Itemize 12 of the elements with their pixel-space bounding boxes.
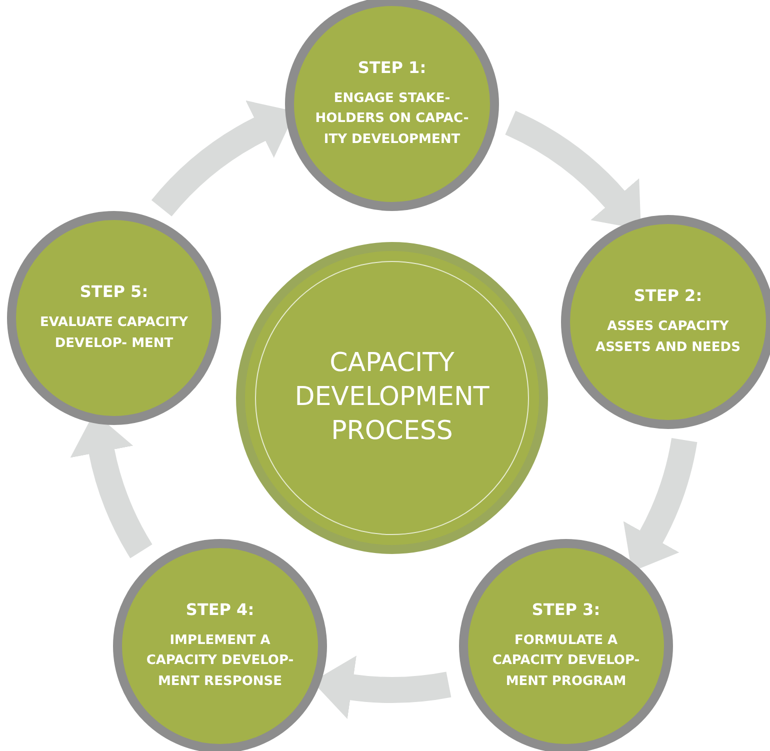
step-heading: STEP 1: xyxy=(358,58,426,78)
step-description: ENGAGE STAKE- HOLDERS ON CAPAC- ITY DEVELOPMENT xyxy=(314,90,470,149)
step-description: IMPLEMENT A CAPACITY DEVELOP- MENT RESPONSE xyxy=(145,632,295,691)
step-heading: STEP 5: xyxy=(80,282,148,302)
step-heading: STEP 4: xyxy=(186,600,254,620)
step-description: EVALUATE CAPACITY DEVELOP- MENT xyxy=(38,314,190,352)
step-heading: STEP 2: xyxy=(634,286,702,306)
step-heading: STEP 3: xyxy=(532,600,600,620)
step-description: FORMULATE A CAPACITY DEVELOP- MENT PROGRAM xyxy=(491,632,641,691)
process-title: CAPACITY DEVELOPMENT PROCESS xyxy=(294,347,490,448)
step-description: ASSES CAPACITY ASSETS AND NEEDS xyxy=(594,318,742,356)
curved-arrow xyxy=(504,111,643,228)
